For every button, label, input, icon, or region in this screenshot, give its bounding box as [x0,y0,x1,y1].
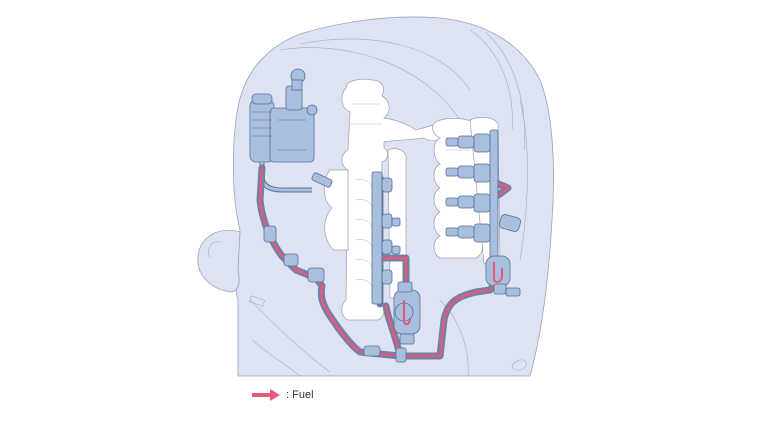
legend-label-fuel: : Fuel [286,389,314,401]
fuel-rail-starboard [445,129,521,267]
hose-connectors [263,225,407,363]
regulator-fuel-loop [403,262,503,326]
engine-detail-lines [350,103,470,289]
fuel-arrow-icon [252,389,280,401]
fuel-rail-port [371,171,401,305]
fuel-pressure-regulator [485,255,521,297]
filter-detail-lines [252,111,306,151]
legend: : Fuel [252,388,314,402]
